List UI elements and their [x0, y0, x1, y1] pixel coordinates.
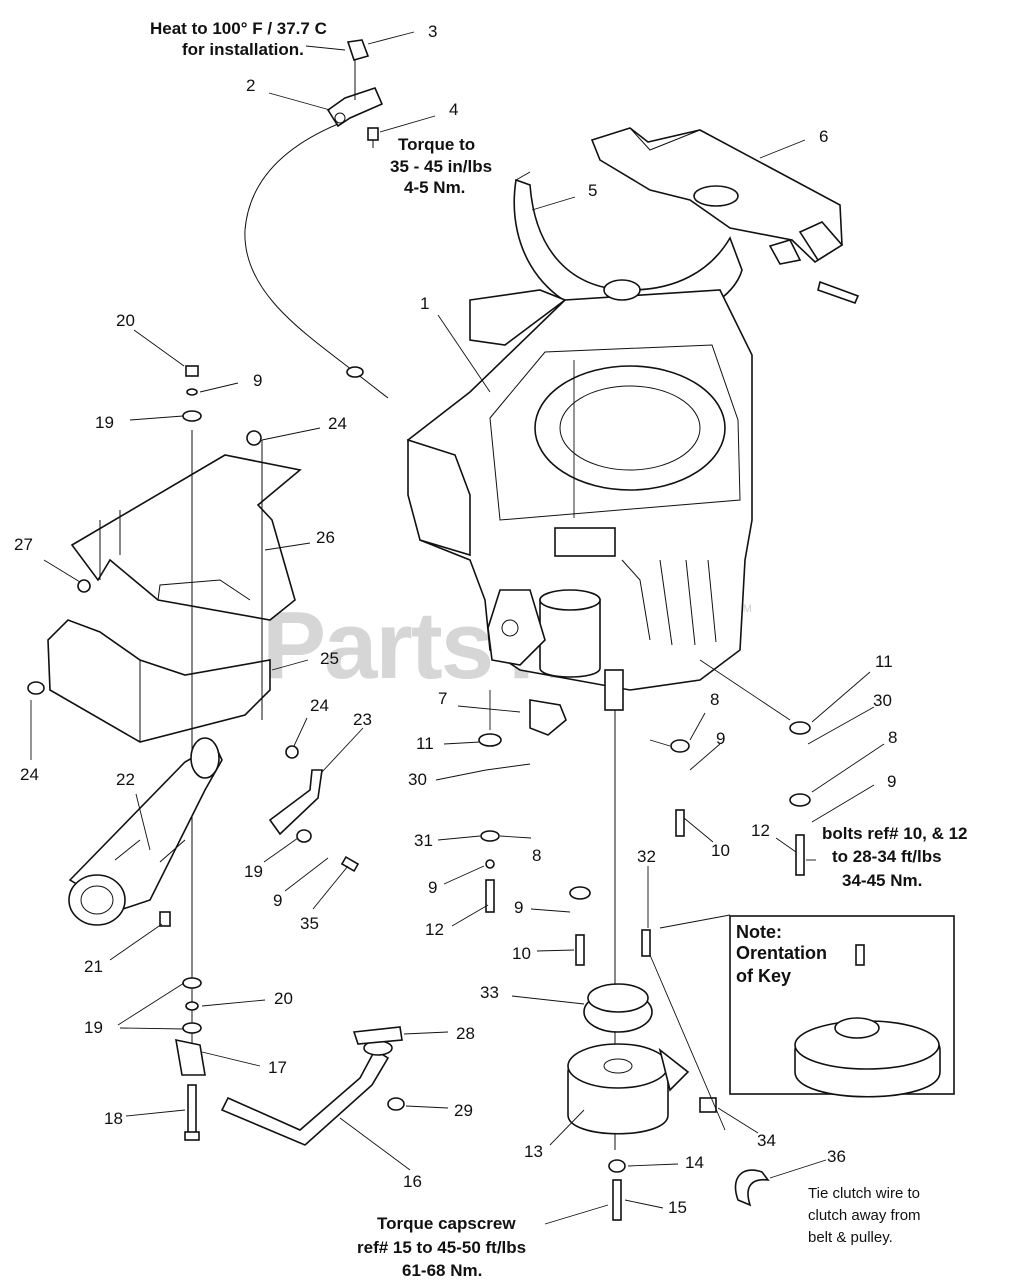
heat-note-line2: for installation. [182, 40, 304, 59]
bolts-note-line3: 34-45 Nm. [842, 871, 922, 890]
bolts-note-line1: bolts ref# 10, & 12 [822, 824, 968, 843]
callout-30b: 30 [873, 691, 892, 710]
callout-3: 3 [428, 22, 437, 41]
callout-24c: 24 [20, 765, 39, 784]
callout-9b: 9 [273, 891, 282, 910]
part-6-shield [590, 127, 860, 305]
callout-9e: 9 [716, 729, 725, 748]
tie-note-line3: belt & pulley. [808, 1229, 893, 1246]
callout-19a: 19 [95, 413, 114, 432]
part-7-fitting [529, 699, 567, 736]
callout-9c: 9 [428, 878, 437, 897]
part-5-baffle [513, 171, 743, 323]
part-1-engine [407, 279, 753, 711]
capscrew-note-line2: ref# 15 to 45-50 ft/lbs [357, 1238, 526, 1257]
part-16-tube [220, 1026, 405, 1146]
callout-22: 22 [116, 770, 135, 789]
callout-11a: 11 [416, 734, 434, 753]
callout-9a: 9 [253, 371, 262, 390]
left-hardware-stack [27, 365, 262, 695]
part-2-throttle-bracket [326, 60, 384, 128]
torque4-line1: Torque to [398, 135, 475, 154]
note-box: Note: Orentation of Key [729, 915, 955, 1098]
part-4-screw [367, 127, 379, 148]
callout-13: 13 [524, 1142, 543, 1161]
note-box-line2: Orentation [736, 943, 827, 963]
tie-note-line1: Tie clutch wire to [808, 1185, 920, 1202]
callout-24a: 24 [328, 414, 347, 433]
callout-11b: 11 [875, 652, 893, 671]
callout-30a: 30 [408, 770, 427, 789]
callout-35: 35 [300, 914, 319, 933]
tie-note-line2: clutch away from [808, 1207, 921, 1224]
callout-18: 18 [104, 1109, 123, 1128]
capscrew-note-line1: Torque capscrew [377, 1214, 516, 1233]
part-3-bushing [346, 39, 370, 61]
callout-4: 4 [449, 100, 458, 119]
callout-10a: 10 [512, 944, 531, 963]
callout-33: 33 [480, 983, 499, 1002]
callout-1: 1 [420, 294, 429, 313]
callout-12a: 12 [425, 920, 444, 939]
leader-lines [30, 31, 885, 1225]
lower-left-hardware [175, 977, 206, 1141]
callout-5: 5 [588, 181, 597, 200]
callout-19b: 19 [244, 862, 263, 881]
capscrew-note-line3: 61-68 Nm. [402, 1261, 482, 1280]
callout-19c: 19 [84, 1018, 103, 1037]
instruction-notes: Heat to 100° F / 37.7 C for installation… [150, 19, 968, 1280]
callout-27: 27 [14, 535, 33, 554]
callout-32: 32 [637, 847, 656, 866]
callout-36: 36 [827, 1147, 846, 1166]
callout-28: 28 [456, 1024, 475, 1043]
callout-31: 31 [414, 831, 433, 850]
callout-8c: 8 [888, 728, 897, 747]
callout-9d: 9 [514, 898, 523, 917]
callout-25: 25 [320, 649, 339, 668]
part-26-upper-cover [70, 454, 302, 621]
note-box-line3: of Key [736, 966, 791, 986]
callout-12b: 12 [751, 821, 770, 840]
callout-15: 15 [668, 1198, 687, 1217]
callout-24b: 24 [310, 696, 329, 715]
callout-7: 7 [438, 689, 447, 708]
callout-8a: 8 [710, 690, 719, 709]
part-23-bracket [268, 745, 360, 873]
callout-10b: 10 [711, 841, 730, 860]
cable-end [346, 366, 364, 378]
bolts-note-line2: to 28-34 ft/lbs [832, 847, 942, 866]
callout-17: 17 [268, 1058, 287, 1077]
part-13-clutch [567, 1043, 690, 1135]
callout-14: 14 [685, 1153, 704, 1172]
torque4-line2: 35 - 45 in/lbs [390, 157, 492, 176]
clutch-hardware [608, 929, 770, 1221]
callout-20a: 20 [116, 311, 135, 330]
part-25-lower-cover [47, 619, 271, 743]
callout-6: 6 [819, 127, 828, 146]
throttle-cable [244, 123, 389, 399]
callout-21: 21 [84, 957, 103, 976]
callout-2: 2 [246, 76, 255, 95]
heat-note-line1: Heat to 100° F / 37.7 C [150, 19, 327, 38]
callout-9f: 9 [887, 772, 896, 791]
callout-numbers: 3 2 4 6 5 1 20 9 19 24 26 27 25 24 24 23… [14, 22, 897, 1217]
callout-26: 26 [316, 528, 335, 547]
callout-16: 16 [403, 1172, 422, 1191]
part-33-pulley [583, 983, 653, 1033]
callout-20b: 20 [274, 989, 293, 1008]
callout-34: 34 [757, 1131, 776, 1150]
torque4-line3: 4-5 Nm. [404, 178, 465, 197]
callout-8b: 8 [532, 846, 541, 865]
center-hardware [478, 721, 811, 966]
note-box-line1: Note: [736, 922, 782, 942]
callout-29: 29 [454, 1101, 473, 1120]
part-22-muffler [68, 737, 223, 927]
callout-23: 23 [353, 710, 372, 729]
